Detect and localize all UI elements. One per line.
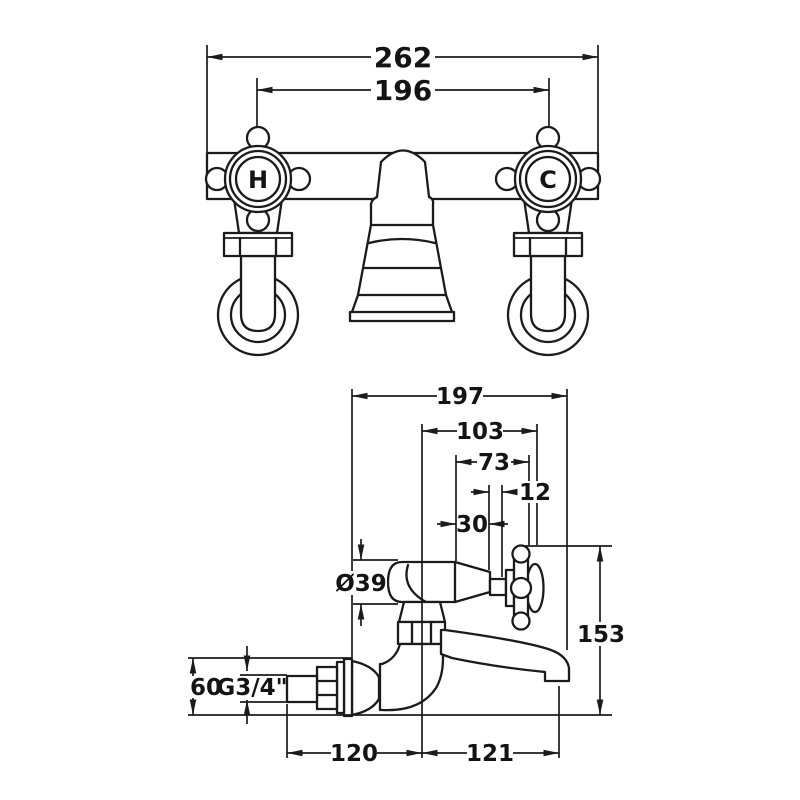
- dim-120-label: 120: [330, 741, 378, 767]
- dim-153-label: 153: [577, 622, 625, 648]
- handle-ball-bottom: [511, 611, 531, 631]
- side-valve-body: [386, 560, 492, 604]
- wall-plate-inner: [342, 657, 354, 718]
- wall-hex-nut: [315, 665, 339, 711]
- handle-stem: [488, 577, 508, 597]
- dim-121-label: 121: [466, 741, 514, 767]
- hot-union-nut: [222, 231, 294, 258]
- side-view: 197 103 73 12 30 Ø39: [188, 384, 625, 767]
- front-hot-assembly: H: [204, 125, 312, 357]
- dim-103-label: 103: [456, 419, 504, 445]
- front-spout: [348, 149, 456, 323]
- handle-hub: [509, 576, 533, 600]
- inlet-tail-pipe: [285, 674, 319, 704]
- front-cold-assembly: C: [494, 125, 602, 357]
- dim-30-label: 30: [456, 512, 488, 538]
- front-dimensions: 262 196: [206, 41, 599, 152]
- cold-indicator-label: C: [539, 166, 557, 194]
- inlet-thread-label: G3/4": [216, 675, 287, 701]
- dim-overall-width-label: 262: [374, 41, 432, 74]
- dim-fixing-centres-label: 196: [374, 74, 432, 107]
- wall-escutcheon-bell: [350, 659, 381, 717]
- cold-pipe: [529, 254, 567, 333]
- hot-indicator-label: H: [248, 166, 268, 194]
- dim-73-label: 73: [478, 450, 510, 476]
- dim-body-diameter-label: Ø39: [335, 571, 387, 597]
- dim-197-label: 197: [436, 384, 484, 410]
- side-spout: [439, 628, 571, 683]
- dim-60-label: 60: [190, 675, 222, 701]
- front-view: H C 262: [204, 41, 602, 357]
- side-dimensions: 197 103 73 12 30 Ø39: [188, 384, 625, 767]
- cold-union-nut: [512, 231, 584, 258]
- handle-ball-top: [511, 544, 531, 564]
- side-handle: [488, 544, 545, 631]
- hot-pipe: [239, 254, 277, 333]
- dim-12-label: 12: [519, 480, 551, 506]
- side-elbow: [378, 642, 445, 712]
